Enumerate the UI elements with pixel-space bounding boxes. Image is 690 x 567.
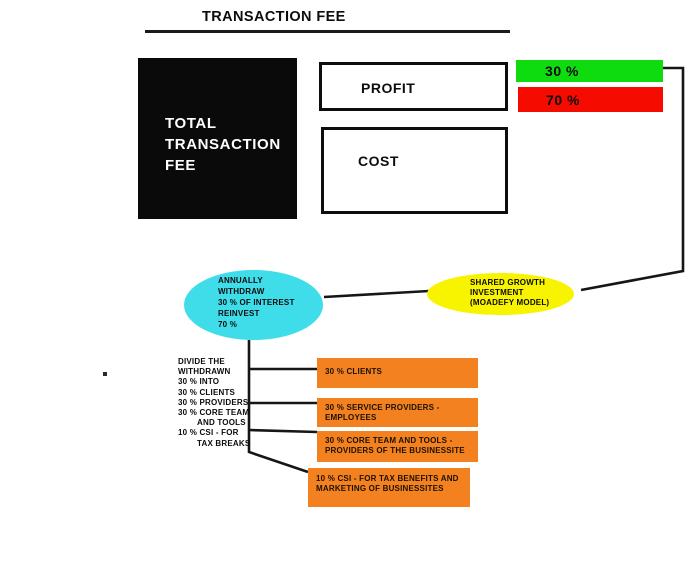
annual-line-4: REINVEST [218, 309, 260, 318]
total-transaction-fee-label: TOTAL TRANSACTION FEE [165, 115, 281, 174]
divide-note-line-7: AND TOOLS [197, 418, 246, 428]
annual-line-2: WITHDRAW [218, 287, 265, 296]
divide-note-line-9: TAX BREAKS [197, 438, 251, 448]
connector-annual-to-sgi [323, 289, 430, 299]
divide-note-line-2: WITHDRAWN [178, 367, 231, 377]
divide-note-line-1: DIVIDE THE [178, 357, 225, 366]
title-underline [145, 30, 510, 33]
cost-share-label: 70 % [546, 91, 580, 108]
profit-share-bar: 30 % [516, 60, 663, 82]
cost-label: COST [358, 153, 399, 169]
profit-box: PROFIT [319, 62, 508, 111]
sgi-line-2: INVESTMENT [470, 288, 524, 297]
divide-note: DIVIDE THE WITHDRAWN 30 % INTO 30 % CLIE… [178, 357, 258, 449]
allocation-csi-label: 10 % CSI - FOR TAX BENEFITS AND MARKETIN… [316, 474, 459, 493]
divide-note-line-6: 30 % CORE TEAM [178, 408, 250, 418]
allocation-box-csi: 10 % CSI - FOR TAX BENEFITS AND MARKETIN… [308, 468, 470, 507]
allocation-box-core-team: 30 % CORE TEAM AND TOOLS - PROVIDERS OF … [317, 431, 478, 462]
total-transaction-fee-box: TOTAL TRANSACTION FEE [138, 58, 297, 219]
annual-line-1: ANNUALLY [218, 276, 263, 285]
stray-dot-mark [103, 372, 107, 376]
allocation-box-service-providers: 30 % SERVICE PROVIDERS - EMPLOYEES [317, 398, 478, 427]
sgi-line-1: SHARED GROWTH [470, 278, 546, 287]
profit-label: PROFIT [361, 80, 416, 96]
divide-note-line-5: 30 % PROVIDERS [178, 397, 249, 407]
connector-branch-coreteam [248, 428, 318, 434]
cost-box: COST [321, 127, 508, 214]
divide-note-line-8: 10 % CSI - FOR [178, 428, 239, 438]
annual-withdraw-ellipse: ANNUALLY WITHDRAW 30 % OF INTEREST REINV… [184, 270, 323, 340]
page-title: TRANSACTION FEE [202, 9, 346, 25]
allocation-service-providers-label: 30 % SERVICE PROVIDERS - EMPLOYEES [325, 403, 440, 422]
allocation-clients-label: 30 % CLIENTS [325, 367, 383, 376]
profit-share-label: 30 % [545, 63, 579, 79]
allocation-core-team-label: 30 % CORE TEAM AND TOOLS - PROVIDERS OF … [325, 436, 465, 455]
cost-share-bar: 70 % [518, 87, 663, 112]
sgi-line-3: (MOADEFY MODEL) [470, 298, 550, 307]
shared-growth-ellipse: SHARED GROWTH INVESTMENT (MOADEFY MODEL) [427, 273, 574, 315]
annual-line-3: 30 % OF INTEREST [218, 298, 295, 307]
shared-growth-text: SHARED GROWTH INVESTMENT (MOADEFY MODEL) [470, 278, 549, 308]
divide-note-line-3: 30 % INTO [178, 377, 220, 387]
divide-note-line-4: 30 % CLIENTS [178, 387, 236, 397]
annual-line-5: 70 % [218, 320, 238, 329]
annual-withdraw-text: ANNUALLY WITHDRAW 30 % OF INTEREST REINV… [218, 275, 295, 330]
allocation-box-clients: 30 % CLIENTS [317, 358, 478, 388]
